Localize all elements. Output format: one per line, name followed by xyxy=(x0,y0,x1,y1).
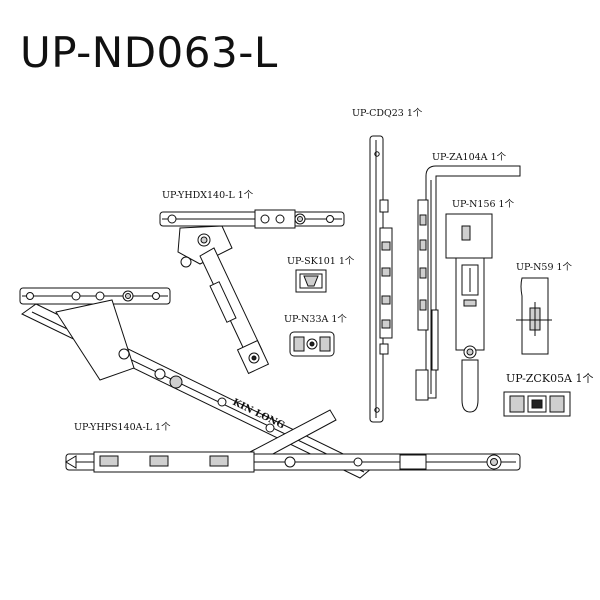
label-up-za104a: UP-ZA104A 1个 xyxy=(432,152,507,163)
label-up-yhps140a-l: UP-YHPS140A-L 1个 xyxy=(74,422,171,433)
part-up-yhps140a-l: KIN LONG xyxy=(19,287,521,479)
part-up-yhdx140-l xyxy=(159,209,345,375)
label-up-zck05a: UP-ZCK05A 1个 xyxy=(506,372,594,385)
label-up-sk101: UP-SK101 1个 xyxy=(287,256,355,267)
page-title: UP-ND063-L xyxy=(20,28,278,77)
label-up-n59: UP-N59 1个 xyxy=(516,262,573,273)
part-up-n156 xyxy=(445,213,493,413)
part-up-cdq23 xyxy=(369,135,393,423)
label-up-cdq23: UP-CDQ23 1个 xyxy=(352,108,423,119)
part-up-zck05a xyxy=(503,391,571,417)
label-up-n156: UP-N156 1个 xyxy=(452,199,515,210)
part-up-n59 xyxy=(516,277,552,355)
label-up-yhdx140-l: UP-YHDX140-L 1个 xyxy=(162,190,254,201)
part-up-za104a xyxy=(415,165,521,401)
part-up-sk101 xyxy=(295,269,327,293)
part-up-n33a xyxy=(289,331,335,357)
label-up-n33a: UP-N33A 1个 xyxy=(284,314,347,325)
